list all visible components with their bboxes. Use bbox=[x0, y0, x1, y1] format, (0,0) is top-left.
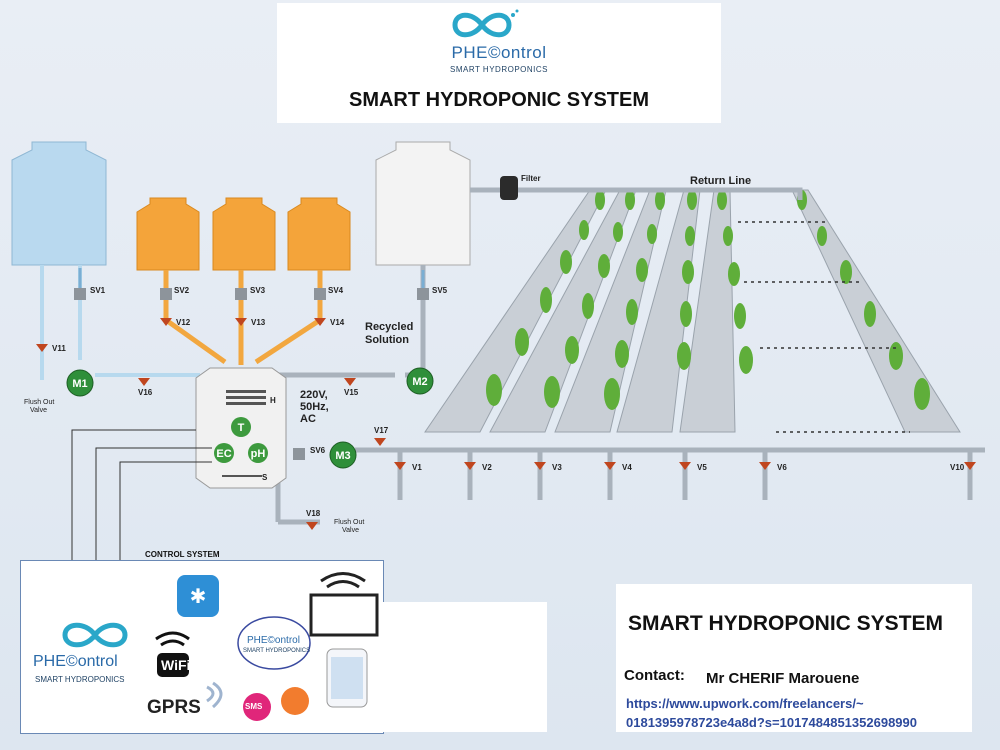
control-logo-icon bbox=[62, 622, 128, 648]
sms-icon bbox=[243, 693, 271, 721]
valve-v1-label: V1 bbox=[412, 463, 422, 472]
valve-v2-label: V2 bbox=[482, 463, 492, 472]
sensor-temperature-label: T bbox=[238, 422, 245, 434]
info-card: SMART HYDROPONIC SYSTEM Contact: Mr CHER… bbox=[616, 584, 972, 732]
control-wires bbox=[71, 429, 212, 572]
stirrer-label: S bbox=[262, 473, 268, 482]
wifi-label: WiFi bbox=[161, 657, 191, 673]
badge-icon bbox=[237, 616, 311, 670]
return-line-label: Return Line bbox=[690, 175, 751, 187]
sensor-ec: EC bbox=[214, 443, 234, 463]
motor-m3-label: M3 bbox=[335, 450, 350, 462]
motor-m1: M1 bbox=[66, 369, 94, 397]
valve-v3-label: V3 bbox=[552, 463, 562, 472]
grow-channels bbox=[424, 189, 961, 433]
recycled-label-1: Recycled bbox=[365, 321, 413, 333]
motor-m3: M3 bbox=[329, 441, 357, 469]
sensor-ec-label: EC bbox=[216, 448, 231, 460]
sms-label: SMS bbox=[245, 702, 263, 711]
flush-out-1-line2: Valve bbox=[30, 407, 47, 414]
bluetooth-icon bbox=[177, 575, 219, 617]
valve-v12-label: V12 bbox=[176, 318, 191, 327]
sensor-temperature: T bbox=[231, 417, 251, 437]
svg-text:✱: ✱ bbox=[190, 584, 207, 608]
heater-label: H bbox=[270, 396, 276, 405]
control-system-panel: ✱ PHE©ontrol SMART HYDROPONICS PHE©ontro… bbox=[20, 560, 384, 734]
gprs-signal-icon bbox=[206, 681, 223, 709]
power-line-2: 50Hz, bbox=[300, 401, 329, 413]
valve-v16-label: V16 bbox=[138, 388, 153, 397]
valve-sv3-label: SV3 bbox=[250, 286, 266, 295]
motor-m2: M2 bbox=[406, 367, 434, 395]
valve-sv5-label: SV5 bbox=[432, 286, 448, 295]
control-brand-tagline: SMART HYDROPONICS bbox=[35, 675, 125, 684]
control-system-label: CONTROL SYSTEM bbox=[145, 550, 220, 559]
brand-name: PHE©ontrol bbox=[451, 43, 547, 62]
valve-v13-label: V13 bbox=[251, 318, 266, 327]
manual-valves bbox=[36, 318, 976, 530]
gprs-label: GPRS bbox=[147, 697, 201, 718]
recycled-tank bbox=[375, 141, 471, 266]
valve-v4-label: V4 bbox=[622, 463, 632, 472]
badge-tagline: SMART HYDROPONICS bbox=[243, 648, 311, 654]
nutrient-tank-3 bbox=[287, 197, 351, 271]
valve-v14-label: V14 bbox=[330, 318, 345, 327]
valve-v6-label: V6 bbox=[777, 463, 787, 472]
badge-name: PHE©ontrol bbox=[247, 635, 300, 646]
sensor-ph-label: pH bbox=[251, 448, 266, 460]
contact-url-line2[interactable]: 0181395978723e4a8d?s=1017484851352698990 bbox=[626, 715, 917, 730]
flush-out-2-line2: Valve bbox=[342, 527, 359, 534]
header-card: PHE©ontrol SMART HYDROPONICS SMART HYDRO… bbox=[277, 3, 721, 123]
wifi-icon bbox=[155, 631, 190, 641]
nutrient-tank-2 bbox=[212, 197, 276, 271]
filter-label: Filter bbox=[521, 174, 541, 183]
valve-v10-label: V10 bbox=[950, 463, 965, 472]
filter-icon bbox=[500, 176, 518, 200]
valve-sv4-label: SV4 bbox=[328, 286, 344, 295]
nutrient-tank-1 bbox=[136, 197, 200, 271]
valve-v11-label: V11 bbox=[52, 344, 66, 353]
power-line-3: AC bbox=[300, 413, 316, 425]
contact-name: Mr CHERIF Marouene bbox=[706, 670, 860, 687]
contact-url-line1[interactable]: https://www.upwork.com/freelancers/~ bbox=[626, 696, 864, 711]
hotspot-icon bbox=[281, 687, 309, 715]
info-title: SMART HYDROPONIC SYSTEM bbox=[628, 612, 944, 635]
valve-v5-label: V5 bbox=[697, 463, 707, 472]
dashed-guides bbox=[738, 221, 910, 433]
contact-label: Contact: bbox=[624, 667, 685, 684]
page-title: SMART HYDROPONIC SYSTEM bbox=[348, 89, 650, 111]
valve-v15-label: V15 bbox=[344, 388, 359, 397]
blue-flow-lines bbox=[78, 268, 425, 300]
power-line-1: 220V, bbox=[300, 389, 328, 401]
plants bbox=[486, 190, 930, 410]
flush-out-1-line1: Flush Out bbox=[24, 399, 54, 406]
flush-out-2-line1: Flush Out bbox=[334, 519, 364, 526]
valve-sv6-label: SV6 bbox=[310, 446, 326, 455]
solenoid-valves bbox=[74, 288, 429, 460]
brand-tagline: SMART HYDROPONICS bbox=[450, 65, 548, 74]
control-brand-name: PHE©ontrol bbox=[33, 653, 118, 670]
valve-sv2-label: SV2 bbox=[174, 286, 190, 295]
motor-m1-label: M1 bbox=[72, 378, 87, 390]
blank-panel bbox=[382, 602, 547, 732]
water-tank bbox=[11, 141, 107, 266]
laptop-icon bbox=[309, 593, 379, 637]
recycled-label-2: Solution bbox=[365, 334, 409, 346]
valve-v18-label: V18 bbox=[306, 509, 321, 518]
grow-channel-6 bbox=[791, 189, 961, 433]
brand-logo-icon bbox=[452, 9, 519, 38]
valve-sv1-label: SV1 bbox=[90, 286, 106, 295]
sensor-ph: pH bbox=[248, 443, 268, 463]
motor-m2-label: M2 bbox=[412, 376, 427, 388]
valve-v17-label: V17 bbox=[374, 426, 389, 435]
